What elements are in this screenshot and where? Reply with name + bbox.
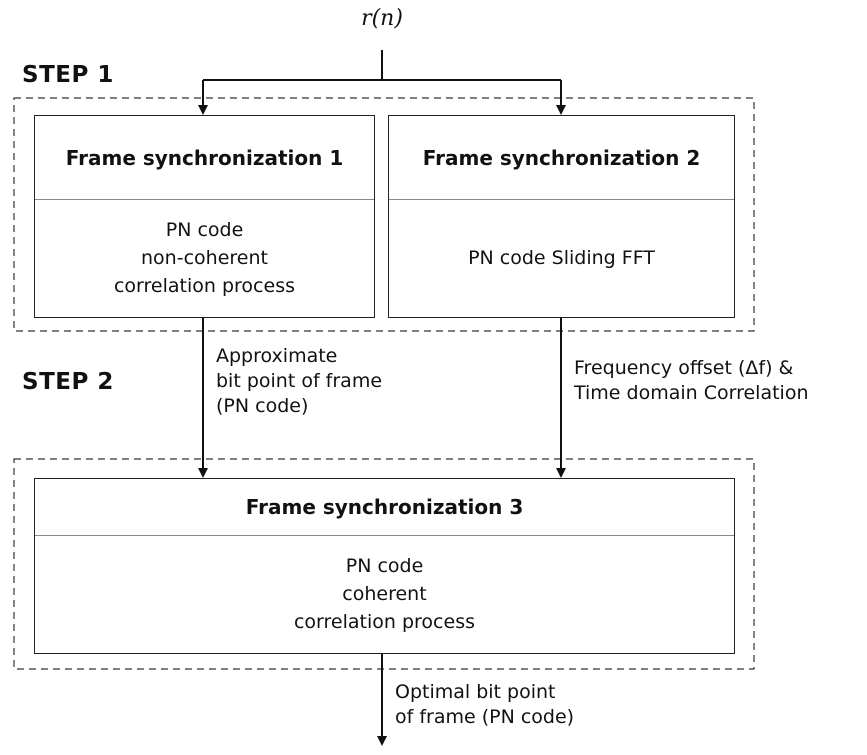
approximate-bit-point-note: Approximate bit point of frame (PN code) — [216, 344, 382, 419]
input-signal-label: r(n) — [361, 6, 403, 31]
frame-sync-3-body: PN code coherent correlation process — [35, 535, 734, 653]
frame-sync-1-box: Frame synchronization 1 PN code non-cohe… — [34, 115, 375, 318]
frame-sync-2-line: PN code Sliding FFT — [468, 247, 655, 269]
frame-sync-1-line: non-coherent — [141, 247, 268, 269]
note-line: Optimal bit point — [395, 681, 556, 703]
note-line: Frequency offset (Δf) & — [574, 357, 794, 379]
optimal-bit-point-note: Optimal bit point of frame (PN code) — [395, 680, 574, 730]
frame-sync-1-line: correlation process — [113, 275, 295, 297]
note-line: Approximate — [216, 345, 338, 367]
note-line: (PN code) — [216, 395, 309, 417]
step2-label: STEP 2 — [22, 369, 114, 395]
frame-sync-2-body: PN code Sliding FFT — [389, 199, 734, 317]
step1-container — [13, 97, 755, 332]
frame-sync-1-body: PN code non-coherent correlation process — [35, 199, 374, 317]
frame-sync-3-title: Frame synchronization 3 — [35, 479, 734, 536]
note-line: Time domain Correlation — [574, 382, 809, 404]
frame-sync-2-title: Frame synchronization 2 — [389, 116, 734, 200]
frame-sync-1-title: Frame synchronization 1 — [35, 116, 374, 200]
frequency-offset-note: Frequency offset (Δf) & Time domain Corr… — [574, 356, 809, 406]
step2-container — [13, 458, 755, 670]
frame-sync-3-line: correlation process — [293, 611, 475, 633]
frame-sync-2-box: Frame synchronization 2 PN code Sliding … — [388, 115, 735, 318]
note-line: bit point of frame — [216, 370, 383, 392]
frame-sync-1-line: PN code — [165, 219, 244, 241]
frame-sync-3-line: PN code — [345, 555, 424, 577]
frame-sync-3-line: coherent — [342, 583, 427, 605]
frame-sync-3-box: Frame synchronization 3 PN code coherent… — [34, 478, 735, 654]
note-line: of frame (PN code) — [395, 706, 575, 728]
step1-label: STEP 1 — [22, 62, 114, 88]
